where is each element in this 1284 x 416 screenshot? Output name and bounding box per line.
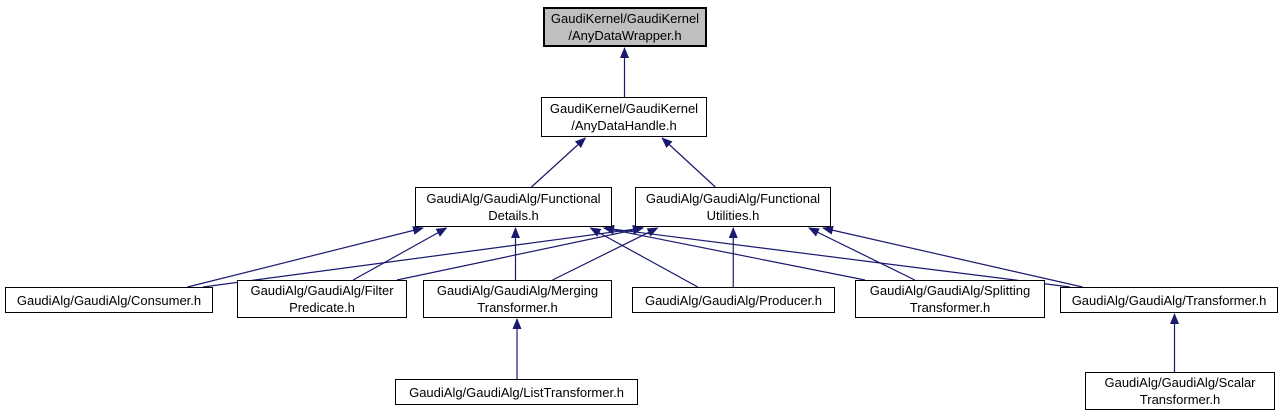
graph-node-filterpredicate[interactable]: GaudiAlg/GaudiAlg/Filter Predicate.h (237, 280, 407, 318)
node-label-line: GaudiAlg/GaudiAlg/Functional (645, 191, 821, 206)
node-label-line: Utilities.h (706, 208, 760, 223)
graph-node-anydatahandle[interactable]: GaudiKernel/GaudiKernel /AnyDataHandle.h (541, 97, 707, 137)
node-label-line: GaudiAlg/GaudiAlg/Scalar (1104, 375, 1256, 390)
node-label-line: /AnyDataHandle.h (571, 118, 677, 133)
node-label-line: GaudiAlg/GaudiAlg/Functional (426, 191, 601, 206)
node-label-line: GaudiKernel/GaudiKernel (549, 101, 699, 116)
graph-node-transformer[interactable]: GaudiAlg/GaudiAlg/Transformer.h (1060, 287, 1278, 313)
node-label-line: /AnyDataWrapper.h (568, 28, 682, 43)
graph-node-splittingtransformer[interactable]: GaudiAlg/GaudiAlg/Splitting Transformer.… (855, 280, 1045, 318)
graph-node-mergingtransformer[interactable]: GaudiAlg/GaudiAlg/Merging Transformer.h (423, 280, 612, 318)
graph-node-functionalutilities[interactable]: GaudiAlg/GaudiAlg/Functional Utilities.h (635, 187, 831, 227)
node-label-line: Predicate.h (289, 300, 355, 315)
graph-node-producer[interactable]: GaudiAlg/GaudiAlg/Producer.h (632, 287, 835, 313)
graph-node-listtransformer[interactable]: GaudiAlg/GaudiAlg/ListTransformer.h (395, 379, 638, 405)
node-label-line: GaudiAlg/GaudiAlg/Merging (436, 283, 599, 298)
node-label-line: GaudiAlg/GaudiAlg/Transformer.h (1071, 292, 1267, 308)
node-label-line: GaudiKernel/GaudiKernel (550, 11, 700, 26)
node-label-line: Details.h (488, 208, 539, 223)
graph-node-anydatawrapper[interactable]: GaudiKernel/GaudiKernel /AnyDataWrapper.… (543, 7, 707, 47)
node-label-line: GaudiAlg/GaudiAlg/Producer.h (644, 292, 823, 308)
graph-node-scalartransformer[interactable]: GaudiAlg/GaudiAlg/Scalar Transformer.h (1085, 372, 1275, 410)
node-label-line: GaudiAlg/GaudiAlg/Splitting (869, 283, 1031, 298)
node-label-line: Transformer.h (1139, 392, 1221, 407)
node-label-line: GaudiAlg/GaudiAlg/Consumer.h (16, 292, 202, 308)
node-label-line: GaudiAlg/GaudiAlg/ListTransformer.h (409, 384, 624, 400)
node-label-line: Transformer.h (909, 300, 991, 315)
graph-node-functionaldetails[interactable]: GaudiAlg/GaudiAlg/Functional Details.h (415, 187, 612, 227)
node-label-line: GaudiAlg/GaudiAlg/Filter (250, 283, 394, 298)
graph-node-consumer[interactable]: GaudiAlg/GaudiAlg/Consumer.h (5, 287, 213, 313)
node-label-line: Transformer.h (477, 300, 558, 315)
